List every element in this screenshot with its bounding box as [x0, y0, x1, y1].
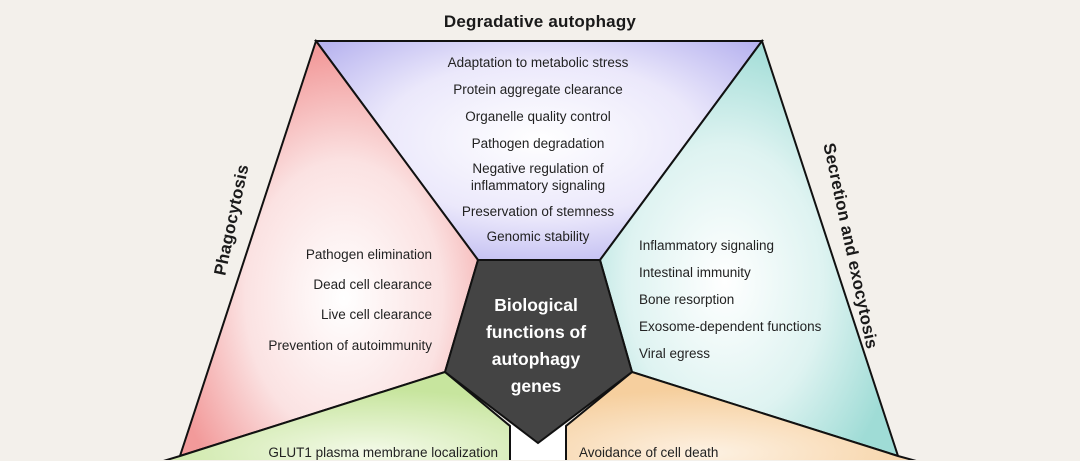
bottom-right-region [565, 370, 917, 460]
degradative-item: Protein aggregate clearance [453, 82, 623, 97]
bottom-right-item: Avoidance of cell death [579, 445, 719, 460]
secretion-item: Intestinal immunity [639, 265, 751, 280]
bottom-left-region [163, 370, 511, 460]
degradative-item: Preservation of stemness [461, 204, 615, 219]
degradative-item: Genomic stability [486, 229, 590, 244]
phagocytosis-item: Live cell clearance [320, 307, 432, 322]
phagocytosis-item: Dead cell clearance [313, 277, 432, 292]
center-pentagon [443, 259, 634, 445]
bottom-left-item: GLUT1 plasma membrane localization [268, 445, 498, 460]
secretion-item: Inflammatory signaling [639, 238, 775, 253]
phagocytosis-item: Prevention of autoimmunity [268, 338, 432, 353]
secretion-item: Exosome-dependent functions [639, 319, 822, 334]
degradative-item: Pathogen degradation [471, 136, 605, 151]
secretion-item: Bone resorption [639, 292, 735, 307]
phagocytosis-item: Pathogen elimination [305, 247, 432, 262]
degradative-autophagy-title: Degradative autophagy [443, 12, 637, 31]
secretion-item: Viral egress [639, 346, 711, 361]
degradative-item: Negative regulation of inflammatory sign… [470, 161, 606, 193]
degradative-item: Adaptation to metabolic stress [447, 55, 629, 70]
center-label: Biological functions of autophagy genes [485, 295, 587, 396]
degradative-item: Organelle quality control [465, 109, 611, 124]
